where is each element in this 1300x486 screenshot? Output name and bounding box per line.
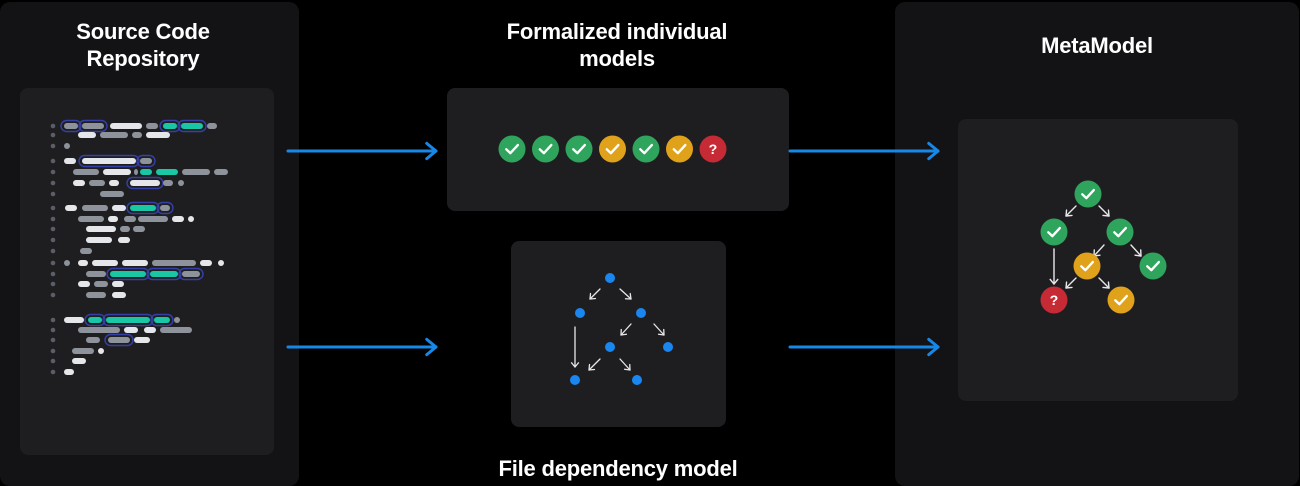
arrow [620, 323, 632, 336]
source-code-title-line-2: Repository [86, 46, 200, 71]
model-badge-unknown: ? [699, 135, 727, 163]
model-badge-verified [532, 135, 559, 163]
code-lines-illustration [50, 119, 228, 375]
model-badge-partial [599, 135, 626, 163]
arrow [286, 337, 438, 357]
arrow [619, 288, 632, 300]
arrow [1065, 205, 1077, 217]
model-badge-partial [666, 135, 693, 163]
metamodel-node-verified [1074, 180, 1102, 208]
model-badge-verified [498, 135, 526, 163]
metamodel-node-verified [1040, 218, 1068, 246]
dependency-node [605, 273, 615, 283]
dependency-node [663, 342, 673, 352]
arrow [1049, 248, 1059, 285]
dependency-node [605, 342, 615, 352]
metamodel-node-partial [1073, 252, 1101, 280]
arrow [653, 323, 665, 336]
arrow [1098, 205, 1110, 217]
model-badge-verified [565, 135, 593, 163]
dependency-node [570, 375, 580, 385]
dependency-model-title: File dependency model [498, 456, 738, 481]
arrow [1065, 277, 1077, 289]
arrow [588, 358, 601, 371]
arrow [1130, 244, 1142, 257]
dependency-model-box [511, 241, 726, 427]
dependency-node [636, 308, 646, 318]
arrow [286, 141, 438, 161]
arrow [570, 326, 580, 368]
arrow [619, 358, 631, 371]
arrow [788, 337, 940, 357]
model-status-badges: ? [498, 135, 727, 163]
model-badge-verified [632, 135, 660, 163]
source-code-title-line-1: Source Code [76, 19, 210, 44]
metamodel-node-unknown: ? [1040, 286, 1068, 314]
svg-text:?: ? [709, 142, 718, 158]
arrow [1098, 277, 1110, 289]
formalized-models-title: Formalized individual models [456, 18, 778, 72]
metamodel-node-verified [1139, 252, 1167, 280]
metamodel-title: MetaModel [1041, 33, 1153, 58]
svg-text:?: ? [1050, 293, 1059, 309]
formalized-models-title-line-2: models [579, 46, 655, 71]
metamodel-node-verified [1106, 218, 1134, 246]
metamodel-node-partial [1107, 286, 1135, 314]
dependency-node [632, 375, 642, 385]
dependency-node [575, 308, 585, 318]
source-code-title: Source Code Repository [0, 18, 286, 72]
arrow [589, 288, 601, 300]
arrow [788, 141, 940, 161]
source-code-editor [20, 88, 274, 455]
formalized-models-title-line-1: Formalized individual [506, 19, 728, 44]
